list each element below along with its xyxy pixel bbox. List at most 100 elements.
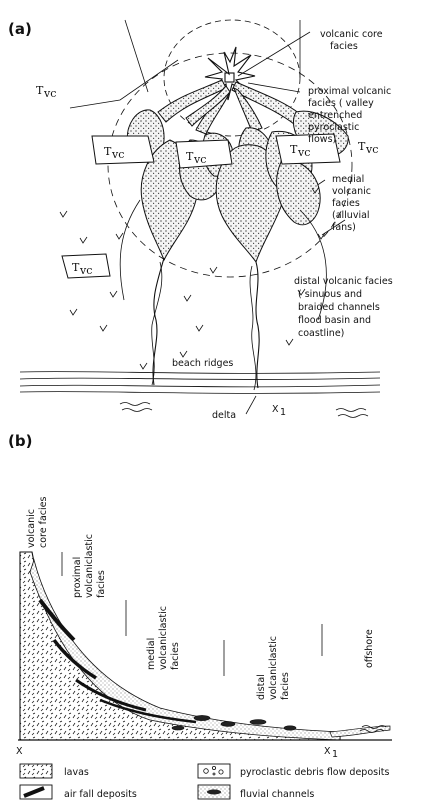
svg-text:proximal: proximal (72, 557, 83, 598)
column-label-offshore: offshore (364, 629, 375, 668)
svg-text:distal: distal (256, 674, 267, 700)
tvc-block: T vc (91, 135, 155, 165)
svg-text:volcanic: volcanic (26, 509, 37, 548)
svg-text:facies: facies (170, 642, 181, 670)
label-delta: delta (212, 410, 236, 421)
panel-a-tag: (a) (8, 20, 32, 38)
tvc-block: T vc (61, 253, 111, 279)
svg-text:vc: vc (79, 264, 92, 277)
svg-text:volcaniclastic: volcaniclastic (158, 606, 169, 670)
flood-basin-marks (59, 186, 326, 370)
svg-text:braided channels: braided channels (298, 302, 380, 313)
svg-text:T: T (36, 84, 44, 97)
tvc-block: T vc (275, 133, 341, 165)
air-fall-swatch-icon (23, 786, 45, 798)
svg-text:facies: facies (330, 41, 358, 52)
legend-item-lavas: lavas (19, 763, 89, 779)
svg-text:vc: vc (193, 153, 206, 166)
svg-text:offshore: offshore (364, 629, 375, 668)
label-x: X (16, 746, 23, 757)
svg-text:1: 1 (280, 407, 286, 418)
svg-text:volcaniclastic: volcaniclastic (84, 534, 95, 598)
svg-text:medial: medial (332, 174, 364, 185)
label-core: volcanic core facies (320, 29, 383, 52)
svg-text:vc: vc (365, 143, 378, 156)
svg-text:medial: medial (146, 638, 157, 670)
svg-text:entrenched: entrenched (308, 110, 362, 121)
label-distal: distal volcanic facies ( sinuous and bra… (294, 276, 393, 339)
legend-item-fluvial: fluvial channels (197, 784, 314, 800)
beach-ridges (19, 371, 381, 394)
label-x1: X 1 (324, 746, 338, 760)
label-x1-map: X 1 (272, 404, 286, 418)
tvc-blocks: T vc T vc T vc T vc T vc (36, 84, 378, 279)
fluvial-lenses (171, 715, 297, 731)
svg-text:facies: facies (280, 672, 291, 700)
column-label-medial: medial volcaniclastic facies (146, 606, 181, 670)
column-label-distal: distal volcaniclastic facies (256, 636, 291, 700)
tvc-label: T vc (36, 84, 56, 100)
air-fall-band (52, 638, 97, 680)
air-fall-band (75, 678, 147, 712)
svg-text:air fall deposits: air fall deposits (64, 789, 137, 800)
svg-text:volcaniclastic: volcaniclastic (268, 636, 279, 700)
pyroclastic-swatch-icon (203, 766, 224, 776)
svg-text:vc: vc (111, 148, 124, 161)
label-medial: medial volcanic facies (alluvial fans) (332, 174, 371, 233)
panel-b-tag: (b) (8, 432, 32, 450)
svg-text:fluvial channels: fluvial channels (240, 789, 314, 800)
label-beach-ridges: beach ridges (172, 358, 233, 369)
panel-b: (b) volcanic core facies proximal volcan… (8, 432, 392, 760)
cross-section (18, 551, 392, 741)
tvc-block: T vc (175, 139, 233, 169)
legend-item-pyroclastic: pyroclastic debris flow deposits (197, 763, 389, 779)
svg-text:facies: facies (96, 570, 107, 598)
svg-text:core facies: core facies (38, 497, 49, 548)
svg-text:X: X (324, 746, 331, 757)
air-fall-band (38, 598, 76, 642)
delta-leader (245, 395, 257, 415)
core-boundary-dashed (163, 19, 301, 137)
tvc-label: T vc (358, 140, 378, 156)
legend-item-airfall: air fall deposits (19, 784, 137, 800)
svg-text:pyroclastic: pyroclastic (308, 122, 359, 133)
svg-text:facies ( valley: facies ( valley (308, 98, 374, 109)
svg-text:volcanic core: volcanic core (320, 29, 383, 40)
svg-text:fans): fans) (332, 222, 356, 233)
label-proximal: proximal volcanic facies ( valley entren… (308, 86, 391, 145)
offshore-wedge (329, 725, 391, 738)
fluvial-swatch-icon (207, 789, 221, 795)
svg-text:T: T (186, 150, 194, 163)
svg-text:1: 1 (332, 749, 338, 760)
waves (119, 402, 369, 418)
column-dividers (61, 552, 323, 676)
svg-text:facies: facies (332, 198, 360, 209)
svg-text:(alluvial: (alluvial (332, 210, 370, 221)
medial-boundary-dashed (107, 52, 353, 278)
svg-text:vc: vc (297, 146, 310, 159)
legend: lavas air fall deposits pyroclastic debr… (19, 763, 389, 800)
svg-text:flood basin and: flood basin and (298, 315, 371, 326)
svg-text:X: X (272, 404, 279, 415)
svg-text:distal volcanic facies: distal volcanic facies (294, 276, 393, 287)
svg-text:lavas: lavas (64, 767, 89, 778)
svg-text:flows): flows) (308, 134, 336, 145)
waves (359, 725, 387, 733)
lavas-swatch-icon (19, 763, 53, 779)
svg-text:proximal volcanic: proximal volcanic (308, 86, 391, 97)
distal-channels (119, 199, 327, 391)
svg-text:T: T (104, 145, 112, 158)
svg-text:T: T (290, 143, 298, 156)
air-fall-band (99, 698, 197, 724)
svg-text:vc: vc (43, 87, 56, 100)
panel-a: (a) (8, 19, 393, 421)
svg-text:T: T (72, 261, 80, 274)
column-label-proximal: proximal volcaniclastic facies (72, 534, 107, 598)
svg-text:( sinuous and: ( sinuous and (298, 289, 362, 300)
svg-text:pyroclastic debris flow deposi: pyroclastic debris flow deposits (240, 767, 389, 778)
svg-text:volcanic: volcanic (332, 186, 371, 197)
column-label-core: volcanic core facies (26, 497, 49, 548)
svg-text:T: T (358, 140, 366, 153)
svg-text:coastline): coastline) (298, 328, 344, 339)
